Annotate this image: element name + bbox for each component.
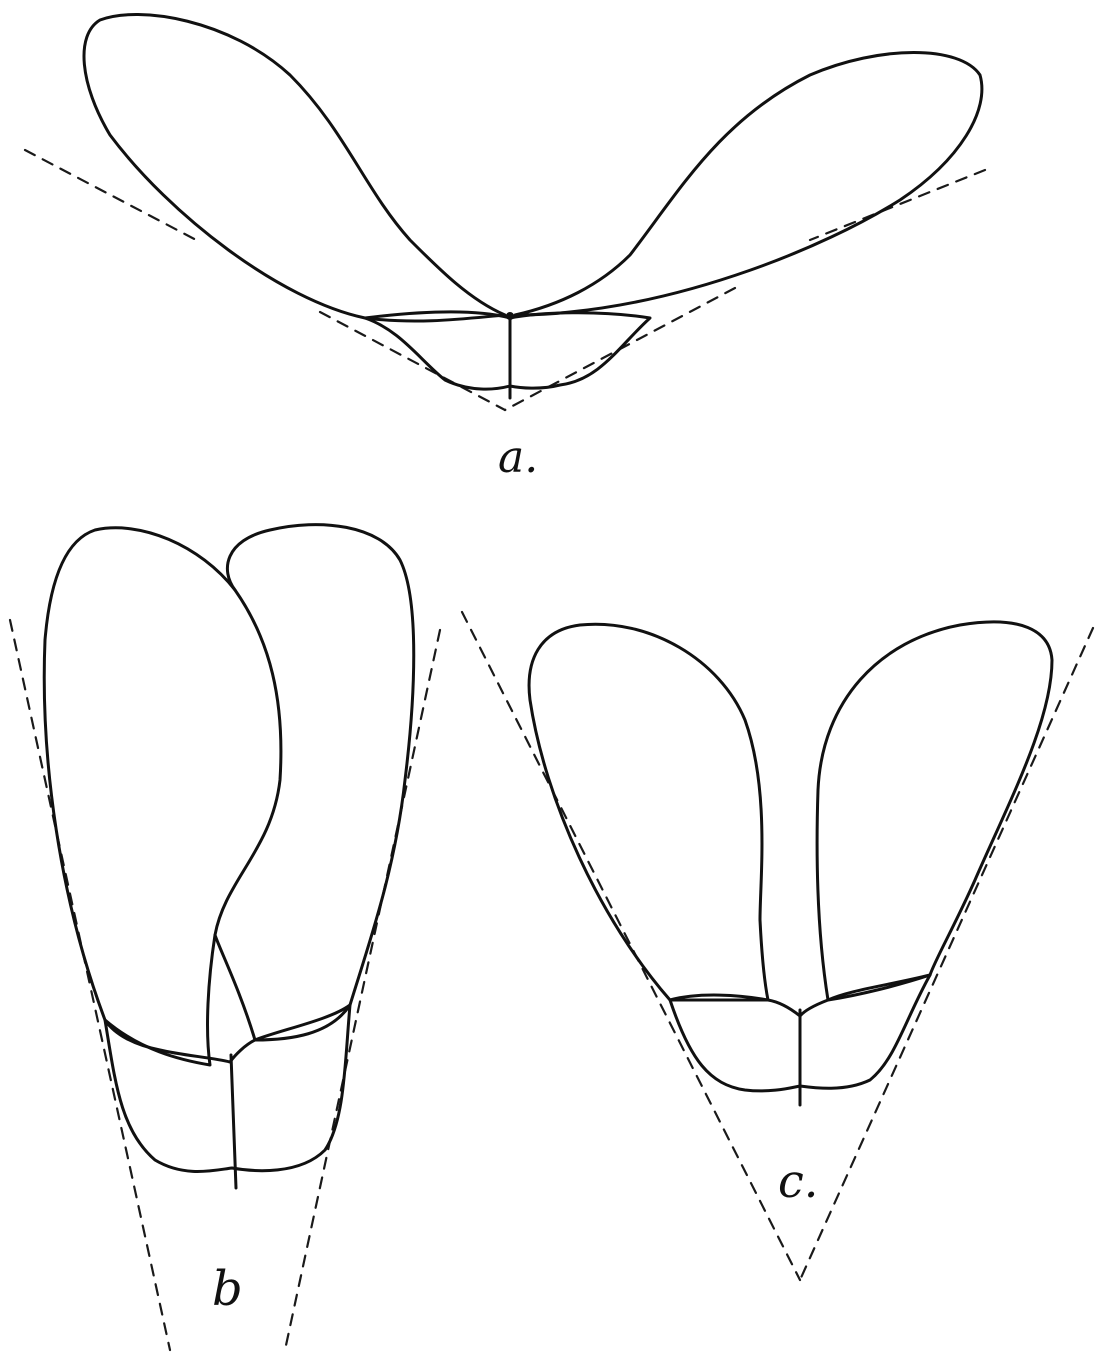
figure-b-wing-left	[44, 528, 281, 1065]
figure-c-wing-right	[817, 622, 1052, 1000]
figure-a: a.	[25, 15, 985, 483]
figure-b-seed	[105, 1005, 350, 1172]
figure-b-wing-right	[215, 525, 414, 1040]
figure-a-guide-right	[505, 170, 985, 410]
figure-c-label: c.	[778, 1154, 818, 1208]
figure-c-guide-left	[462, 612, 800, 1280]
figure-b-guide-left	[10, 620, 170, 1350]
figure-b: b	[10, 525, 440, 1350]
figure-b-guide-right	[285, 630, 440, 1350]
figure-c-wing-left	[529, 624, 768, 1000]
figure-a-seed-right	[510, 313, 650, 388]
figure-c: c.	[462, 612, 1093, 1280]
figure-a-node	[506, 312, 514, 320]
figure-b-label: b	[212, 1261, 243, 1317]
figure-a-wing-left	[84, 15, 505, 321]
figure-c-guide-right	[800, 628, 1093, 1280]
figure-a-label: a.	[498, 432, 538, 483]
figure-a-seed-left	[365, 312, 510, 389]
figure-a-wing-right	[515, 53, 982, 316]
